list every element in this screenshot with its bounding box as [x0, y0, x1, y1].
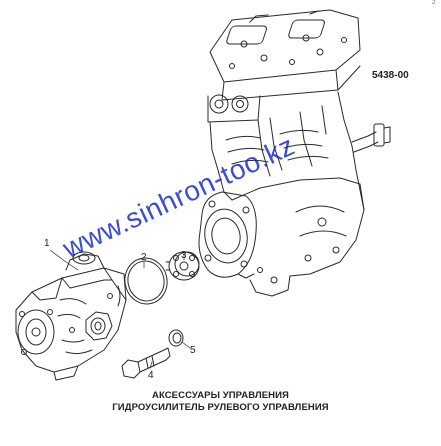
caption-line-1: АКСЕССУАРЫ УПРАВЛЕНИЯ — [151, 390, 289, 401]
drive-coupling-part-3 — [165, 251, 200, 281]
callout-leaders — [49, 249, 191, 369]
washer-part-5 — [168, 329, 184, 347]
caption-line-2: ГИДРОУСИЛИТЕЛЬ РУЛЕВОГО УПРАВЛЕНИЯ — [112, 402, 329, 413]
corner-mark: 2 — [432, 0, 436, 6]
callout-3: 3 — [181, 250, 187, 261]
part-code-label: 5438-00 — [372, 70, 409, 81]
callout-2: 2 — [141, 252, 147, 263]
o-ring-part-2 — [124, 257, 168, 305]
callout-5: 5 — [190, 345, 196, 356]
callout-1: 1 — [44, 238, 50, 249]
callout-4: 4 — [148, 370, 154, 381]
compressor-assembly — [198, 9, 391, 297]
steering-pump-part-1 — [15, 251, 127, 381]
bolt-part-4 — [121, 347, 171, 379]
